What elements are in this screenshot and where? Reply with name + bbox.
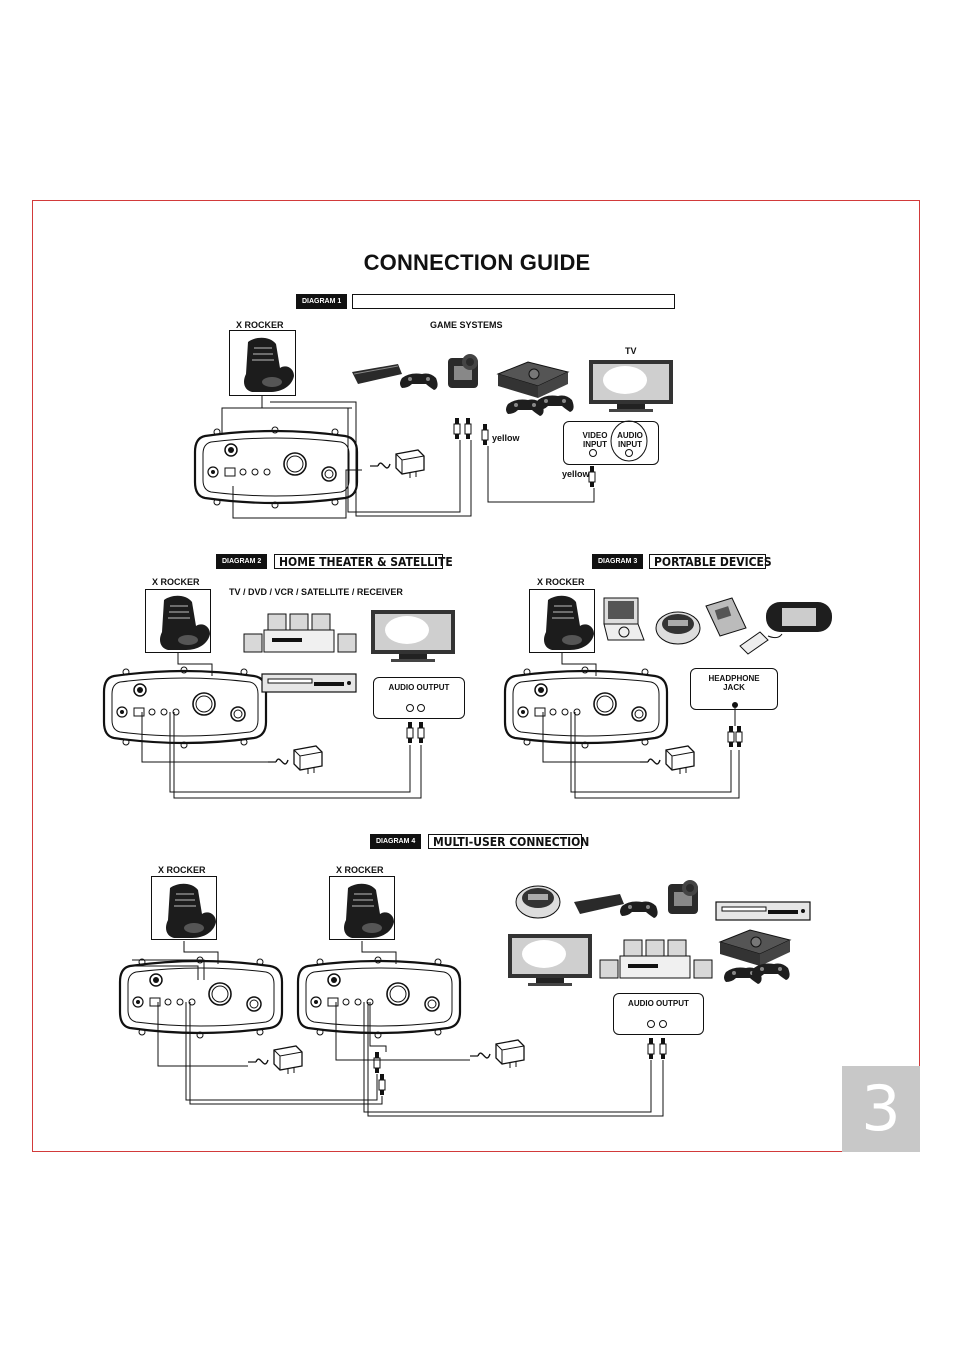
diagram-2-audio-output-panel: AUDIO OUTPUT xyxy=(373,677,465,719)
diagram-1-yellow-label-2: yellow xyxy=(562,469,590,479)
page-frame xyxy=(32,200,920,1152)
diagram-1-tag: DIAGRAM 1 xyxy=(296,294,348,309)
diagram-2-tag: DIAGRAM 2 xyxy=(216,554,268,569)
diagram-2-heading: HOME THEATER & SATELLITE xyxy=(274,554,453,569)
audio-input-label: AUDIO INPUT xyxy=(617,431,643,449)
page-number: 3 xyxy=(842,1066,920,1152)
diagram-4-heading: MULTI-USER CONNECTION xyxy=(428,834,589,849)
diagram-3-chair-label: X ROCKER xyxy=(537,577,585,587)
diagram-1-yellow-label: yellow xyxy=(492,433,520,443)
diagram-1-tv-label: TV xyxy=(625,346,637,356)
diagram-3-art xyxy=(503,594,832,799)
diagram-3-headphone-jack-label: HEADPHONE JACK xyxy=(708,674,760,692)
diagram-1-chair-label: X ROCKER xyxy=(236,320,284,330)
diagram-1-art xyxy=(193,336,673,519)
video-input-label: VIDEO INPUT xyxy=(582,431,608,449)
diagram-1-game-systems-label: GAME SYSTEMS xyxy=(430,320,503,330)
diagram-2-audio-output-label: AUDIO OUTPUT xyxy=(388,683,450,692)
page-title: CONNECTION GUIDE xyxy=(363,250,591,275)
diagram-4-art xyxy=(118,880,811,1117)
diagram-1-tv-input-panel: VIDEO INPUT AUDIO INPUT xyxy=(563,421,659,465)
diagram-4-audio-output-panel: AUDIO OUTPUT xyxy=(613,993,704,1035)
diagram-2-chair-label: X ROCKER xyxy=(152,577,200,587)
diagram-4-chair-label-1: X ROCKER xyxy=(158,865,206,875)
diagram-2-devices-label: TV / DVD / VCR / SATELLITE / RECEIVER xyxy=(229,587,403,597)
diagram-3-tag: DIAGRAM 3 xyxy=(592,554,644,569)
diagram-4-chair-label-2: X ROCKER xyxy=(336,865,384,875)
diagram-4-tag: DIAGRAM 4 xyxy=(370,834,422,849)
diagram-1-heading xyxy=(352,294,675,309)
diagram-2-art xyxy=(102,594,455,799)
diagram-3-heading: PORTABLE DEVICES xyxy=(649,554,772,569)
diagram-4-audio-output-label: AUDIO OUTPUT xyxy=(628,999,689,1008)
